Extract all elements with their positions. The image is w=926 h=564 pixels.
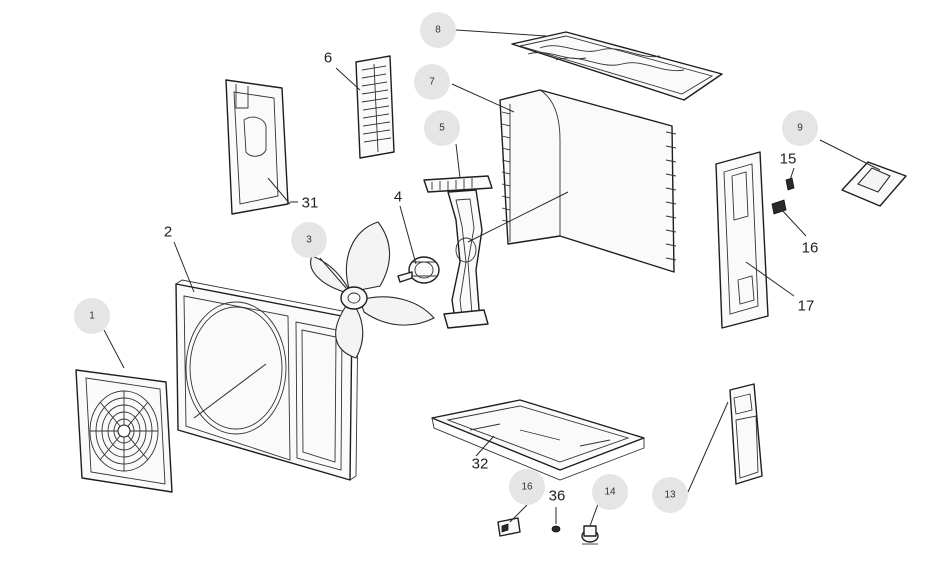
callout-15-label: 15 [780,151,797,168]
leader-lines [103,29,881,527]
part-left-side-panel [225,79,289,215]
callout-7: 7 [414,64,450,100]
callout-13-label: 13 [664,490,676,501]
callout-17: 17 [798,298,815,315]
part-clip-16b [497,517,521,537]
callout-4: 4 [394,189,402,206]
callout-36: 36 [549,488,566,505]
callout-6: 6 [324,50,332,67]
callout-16-right: 16 [802,240,819,257]
part-front-panel [175,279,360,481]
part-side-grille [355,55,395,159]
callout-32: 32 [472,456,489,473]
callout-1: 1 [74,298,110,334]
callout-9-label: 9 [797,123,803,134]
part-side-handle [729,383,763,485]
part-valve [581,525,599,545]
callout-32-label: 32 [472,456,489,473]
part-small-cover [841,161,907,207]
callout-2: 2 [164,224,172,241]
callout-16-bottom: 16 [509,469,545,505]
callout-3: 3 [291,222,327,258]
callout-8-label: 8 [435,25,441,36]
callout-31: 31 [290,195,318,212]
callout-16-right-label: 16 [802,240,819,257]
callout-15: 15 [780,151,797,168]
callout-9: 9 [782,110,818,146]
callout-8: 8 [420,12,456,48]
callout-16-bottom-label: 16 [521,482,533,493]
callout-7-label: 7 [429,77,435,88]
callout-36-label: 36 [549,488,566,505]
callout-14-label: 14 [604,487,616,498]
callout-4-label: 4 [394,189,402,206]
callout-13: 13 [652,477,688,513]
callout-5: 5 [424,110,460,146]
callout-1-label: 1 [89,311,95,322]
callout-6-label: 6 [324,50,332,67]
callout-14: 14 [592,474,628,510]
part-fan-blade [310,221,435,359]
part-base-pan [431,399,645,481]
part-condenser-coil [499,89,677,273]
part-right-side-panel [715,151,769,329]
callout-17-label: 17 [798,298,815,315]
callout-2-label: 2 [164,224,172,241]
part-motor-bracket [423,175,493,329]
part-top-cover [511,31,723,101]
part-nut-36 [551,525,561,533]
part-fan-motor [397,256,440,284]
callout-31-label: 31 [302,195,319,212]
callout-5-label: 5 [439,123,445,134]
callout-3-label: 3 [306,235,312,246]
part-front-grille [75,369,173,493]
